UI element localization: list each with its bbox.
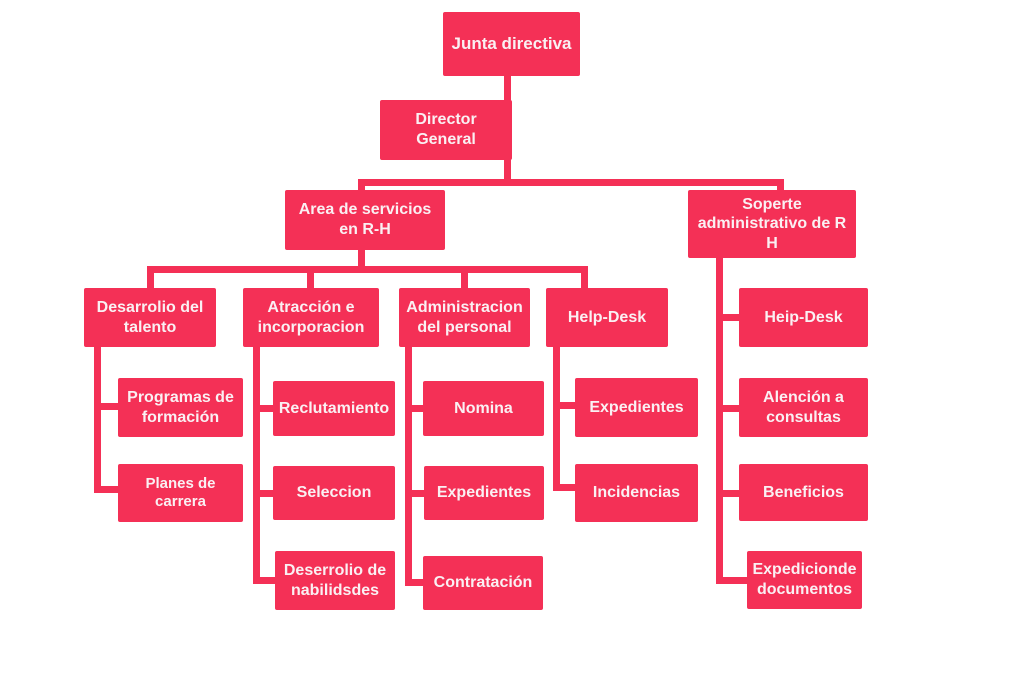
node-reclutamiento: Reclutamiento bbox=[273, 381, 395, 436]
connector-line bbox=[405, 347, 412, 586]
connector-line bbox=[716, 314, 746, 321]
node-desarrollo-habilidades: Deserrolio de nabilidsdes bbox=[275, 551, 395, 610]
node-administracion-personal: Administracion del personal bbox=[399, 288, 530, 347]
connector-line bbox=[253, 405, 279, 412]
connector-line bbox=[253, 577, 281, 584]
connector-line bbox=[358, 179, 365, 196]
connector-line bbox=[253, 490, 279, 497]
node-help-desk: Help-Desk bbox=[546, 288, 668, 347]
node-area-servicios-rh: Area de servicios en R-H bbox=[285, 190, 445, 250]
connector-line bbox=[94, 403, 124, 410]
connector-line bbox=[405, 405, 430, 412]
connector-line bbox=[716, 258, 723, 584]
connector-line bbox=[405, 490, 430, 497]
connector-line bbox=[553, 402, 581, 409]
connector-line bbox=[358, 179, 784, 186]
connector-line bbox=[358, 250, 365, 273]
node-soporte-administrativo-rh: Soperte administrativo de R H bbox=[688, 190, 856, 258]
node-incidencias: Incidencias bbox=[575, 464, 698, 522]
connector-line bbox=[94, 347, 101, 493]
node-planes-carrera: Planes de carrera bbox=[118, 464, 243, 522]
node-programas-formacion: Programas de formación bbox=[118, 378, 243, 437]
connector-line bbox=[716, 490, 746, 497]
node-beneficios: Beneficios bbox=[739, 464, 868, 521]
node-junta-directiva: Junta directiva bbox=[443, 12, 580, 76]
node-atencion-consultas: Alención a consultas bbox=[739, 378, 868, 437]
connector-line bbox=[716, 577, 754, 584]
connector-line bbox=[307, 266, 314, 293]
connector-line bbox=[716, 405, 746, 412]
node-expedientes-helpdesk: Expedientes bbox=[575, 378, 698, 437]
node-seleccion: Seleccion bbox=[273, 466, 395, 520]
node-director-general: Director General bbox=[380, 100, 512, 160]
node-contratacion: Contratación bbox=[423, 556, 543, 610]
connector-line bbox=[147, 266, 154, 293]
node-nomina: Nomina bbox=[423, 381, 544, 436]
connector-line bbox=[461, 266, 468, 293]
node-expedicion-documentos: Expedicionde documentos bbox=[747, 551, 862, 609]
connector-line bbox=[405, 579, 430, 586]
node-atraccion-incorporacion: Atracción e incorporacion bbox=[243, 288, 379, 347]
connector-line bbox=[253, 347, 260, 584]
connector-line bbox=[553, 484, 581, 491]
connector-line bbox=[581, 266, 588, 293]
connector-line bbox=[553, 347, 560, 491]
node-expedientes-admin: Expedientes bbox=[424, 466, 544, 520]
node-heip-desk: Heip-Desk bbox=[739, 288, 868, 347]
node-desarrollo-talento: Desarrolio del talento bbox=[84, 288, 216, 347]
connector-line bbox=[94, 486, 124, 493]
connector-line bbox=[147, 266, 588, 273]
connector-line bbox=[777, 179, 784, 196]
